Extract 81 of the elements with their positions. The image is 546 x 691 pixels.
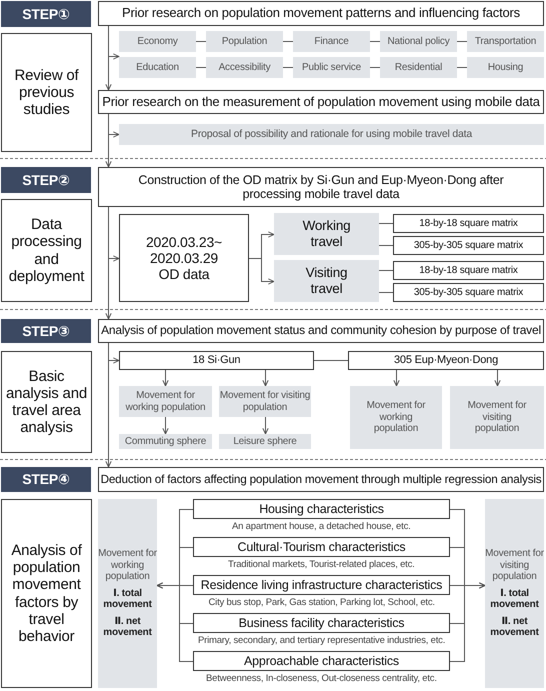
- arrow: [105, 26, 112, 90]
- travel-type-box: Working travel: [274, 213, 379, 255]
- process-box: Prior research on the measurement of population movement using mobile data: [98, 90, 544, 114]
- factor-tag: Accessibility: [206, 57, 283, 78]
- panel-item: Ⅰ. total movement: [102, 588, 153, 611]
- connector-line: [378, 292, 394, 293]
- panel-text: Movement for visiting population: [485, 548, 544, 583]
- factor-examples: An apartment house, a detached house, etc.: [232, 520, 411, 534]
- arrow: [393, 370, 400, 386]
- stage-box: Basic analysis and travel area analysis: [1, 351, 92, 453]
- connector-line: [314, 360, 348, 361]
- factor-examples: City bus stop, Park, Gas station, Parking lot, School, etc.: [208, 596, 435, 610]
- matrix-box: 305-by-305 square matrix: [393, 283, 544, 302]
- connector-line: [282, 41, 294, 42]
- arrow: [162, 416, 169, 434]
- matrix-box: 305-by-305 square matrix: [393, 236, 544, 255]
- arrow: [105, 206, 112, 320]
- result-panel: [485, 499, 544, 688]
- movement-box: Movement for working population: [350, 386, 442, 449]
- connector-line: [378, 223, 394, 224]
- result-panel: [98, 499, 157, 688]
- stage-box: Analysis of population movement factors by travel behavior: [1, 499, 92, 688]
- connector-line: [370, 41, 380, 42]
- step-header: STEP②: [1, 167, 91, 193]
- arrow: [162, 370, 169, 386]
- factor-tag: Transportation: [467, 31, 544, 52]
- arrow: [105, 114, 112, 168]
- panel-item: Ⅰ. total movement: [489, 588, 540, 611]
- factor-box: Cultural·Tourism characteristics: [193, 537, 450, 557]
- unit-box: 18 Si·Gun: [119, 351, 314, 370]
- factor-box: Housing characteristics: [193, 499, 450, 519]
- factor-examples: Betweenness, In-closeness, Out-closeness centrality, etc.: [206, 672, 437, 686]
- arrow: [156, 582, 194, 662]
- factor-box: Business facility characteristics: [193, 613, 450, 633]
- factor-tag: Economy: [119, 31, 196, 52]
- arrow: [105, 342, 112, 468]
- connector-line: [196, 41, 206, 42]
- factor-tag: Residential: [380, 57, 457, 78]
- arrow: [262, 416, 269, 434]
- panel-item: Ⅱ. net movement: [489, 616, 540, 639]
- process-box: Deduction of factors affecting population movement through multiple regression analysis: [98, 467, 544, 492]
- factor-tag: Education: [119, 57, 196, 78]
- proposal-box: Proposal of possibility and rationale for using mobile travel data: [119, 124, 544, 145]
- connector-line: [378, 245, 394, 246]
- travel-type-box: Visiting travel: [274, 260, 379, 302]
- arrow: [494, 370, 501, 386]
- stage-box: Data processing and deployment: [1, 199, 92, 302]
- stage-box: Review of previous studies: [1, 33, 92, 152]
- arrow: [248, 258, 274, 285]
- connector-line: [456, 41, 468, 42]
- factor-tag: National policy: [380, 31, 457, 52]
- connector-line: [370, 67, 380, 68]
- connector-line: [282, 67, 294, 68]
- unit-box: 305 Eup·Myeon·Dong: [348, 351, 544, 370]
- connector-line: [456, 67, 468, 68]
- movement-box: Movement for visiting population: [450, 386, 544, 449]
- factor-tag: Population: [206, 31, 283, 52]
- factor-examples: Traditional markets, Tourist-related places, etc.: [228, 558, 415, 572]
- panel-text: Movement for working population: [98, 548, 157, 583]
- factor-tag: Finance: [293, 31, 370, 52]
- process-box: Prior research on population movement patterns and influencing factors: [98, 1, 544, 26]
- step-header: STEP①: [1, 1, 91, 27]
- arrow: [262, 370, 269, 386]
- process-box: Construction of the OD matrix by Si·Gun and Eup·Myeon·Dong after processing mobile travel data: [98, 167, 544, 207]
- process-box: Analysis of population movement status and community cohesion by purpose of travel: [98, 319, 544, 343]
- matrix-box: 18-by-18 square matrix: [393, 261, 544, 280]
- factor-box: Approachable characteristics: [193, 651, 450, 671]
- factor-tag: Public service: [293, 57, 370, 78]
- factor-tag: Housing: [467, 57, 544, 78]
- movement-box: Movement for working population: [119, 386, 212, 417]
- connector-line: [378, 270, 394, 271]
- connector-line: [196, 67, 206, 68]
- data-box: 2020.03.23~ 2020.03.29 OD data: [119, 214, 249, 302]
- step-header: STEP④: [1, 467, 91, 492]
- matrix-box: 18-by-18 square matrix: [393, 214, 544, 233]
- arrow: [450, 582, 486, 662]
- step-header: STEP③: [1, 319, 91, 343]
- movement-box: Movement for visiting population: [219, 386, 311, 417]
- factor-box: Residence living infrastructure characteristics: [193, 575, 450, 595]
- factor-examples: Primary, secondary, and tertiary representative industries, etc.: [198, 634, 446, 648]
- panel-item: Ⅱ. net movement: [102, 616, 153, 639]
